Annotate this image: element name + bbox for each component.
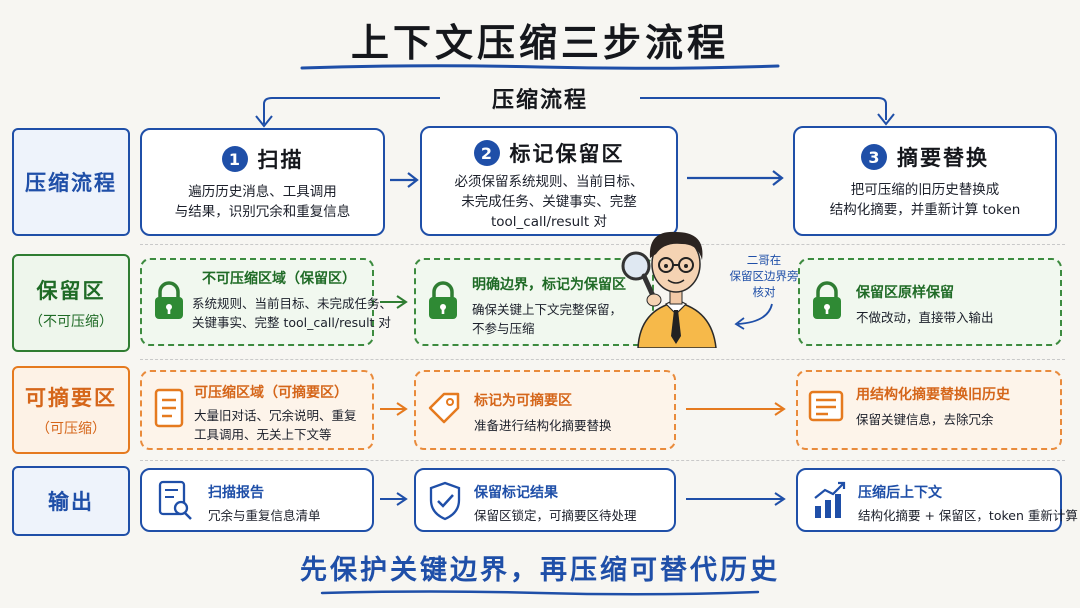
out-card-1: 扫描报告 冗余与重复信息清单 [140, 468, 374, 532]
lock-icon [813, 281, 841, 319]
report-search-icon [158, 480, 192, 520]
out-card-2: 保留标记结果 保留区锁定，可摘要区待处理 [414, 468, 676, 532]
card-title: 保留标记结果 [474, 485, 558, 501]
step-title: 标记保留区 [509, 142, 625, 166]
card-title: 压缩后上下文 [858, 485, 942, 501]
card-title: 不可压缩区域（保留区） [202, 271, 356, 287]
footer-slogan: 先保护关键边界，再压缩可替代历史 [300, 555, 780, 586]
row-label-flow: 压缩流程 [12, 128, 130, 236]
footer-underline [320, 590, 760, 596]
card-desc: 冗余与重复信息清单 [208, 508, 321, 523]
arrow-right-icon [390, 172, 419, 188]
row-label-keep-sub: （不可压缩） [29, 314, 113, 330]
step-desc: 遍历历史消息、工具调用与结果，识别冗余和重复信息 [174, 184, 351, 220]
step-title: 摘要替换 [897, 146, 989, 170]
document-icon [154, 388, 184, 428]
summ-card-2: 标记为可摘要区 准备进行结构化摘要替换 [414, 370, 676, 450]
character-with-magnifier [621, 231, 717, 348]
card-title: 保留区原样保留 [856, 285, 954, 301]
arrow-right-icon [380, 402, 408, 416]
lock-icon [155, 281, 183, 319]
arrow-right-icon [686, 492, 786, 506]
card-desc: 不做改动，直接带入输出 [856, 310, 994, 325]
title-underline [300, 64, 780, 70]
arrow-right-icon [380, 295, 408, 309]
arrow-right-icon [686, 402, 786, 416]
summary-doc-icon [808, 390, 844, 422]
row-label-out: 输出 [12, 466, 130, 536]
step-number: 2 [473, 140, 500, 166]
shield-check-icon [429, 481, 461, 521]
row-label-keep: 保留区 （不可压缩） [12, 254, 130, 352]
page-title: 上下文压缩三步流程 [350, 21, 729, 65]
card-title: 可压缩区域（可摘要区） [194, 385, 348, 401]
card-desc: 保留关键信息，去除冗余 [856, 412, 994, 427]
card-title: 扫描报告 [208, 485, 264, 501]
card-desc: 确保关键上下文完整保留，不参与压缩 [472, 302, 623, 336]
lock-icon [429, 281, 457, 319]
card-desc: 系统规则、当前目标、未完成任务、关键事实、完整 tool_call/result… [192, 296, 393, 330]
card-desc: 准备进行结构化摘要替换 [474, 418, 612, 433]
step-card-scan: 1 扫描 遍历历史消息、工具调用与结果，识别冗余和重复信息 [140, 128, 385, 236]
row-label-keep-text: 保留区 [36, 279, 106, 303]
card-title: 明确边界，标记为保留区 [472, 277, 626, 293]
keep-card-3: 保留区原样保留 不做改动，直接带入输出 [798, 258, 1062, 346]
arrow-right-icon [687, 170, 784, 186]
step-number: 3 [861, 144, 887, 170]
row-label-summ-sub: （可压缩） [36, 421, 106, 437]
card-desc: 结构化摘要 + 保留区，token 重新计算 [858, 508, 1078, 523]
row-label-summ-text: 可摘要区 [25, 386, 117, 410]
card-title: 用结构化摘要替换旧历史 [856, 387, 1010, 403]
card-desc: 大量旧对话、冗余说明、重复工具调用、无关上下文等 [194, 408, 357, 442]
card-desc: 保留区锁定，可摘要区待处理 [474, 508, 637, 523]
summ-card-1: 可压缩区域（可摘要区） 大量旧对话、冗余说明、重复工具调用、无关上下文等 [140, 370, 374, 450]
arrow-right-icon [380, 492, 408, 506]
keep-card-2: 明确边界，标记为保留区 确保关键上下文完整保留，不参与压缩 [414, 258, 654, 346]
bar-chart-icon [814, 481, 846, 518]
step-card-summary: 3 摘要替换 把可压缩的旧历史替换成结构化摘要，并重新计算 token [793, 126, 1057, 236]
row-separator [140, 359, 1065, 360]
step-title: 扫描 [257, 148, 304, 172]
card-title: 标记为可摘要区 [474, 393, 572, 409]
keep-card-1: 不可压缩区域（保留区） 系统规则、当前目标、未完成任务、关键事实、完整 tool… [140, 258, 392, 346]
out-card-3: 压缩后上下文 结构化摘要 + 保留区，token 重新计算 [796, 468, 1078, 532]
row-label-summ: 可摘要区 （可压缩） [12, 366, 130, 454]
summ-card-3: 用结构化摘要替换旧历史 保留关键信息，去除冗余 [796, 370, 1062, 450]
note-arrow [734, 303, 773, 330]
step-desc: 把可压缩的旧历史替换成结构化摘要，并重新计算 token [829, 182, 1021, 218]
tag-icon [428, 392, 460, 424]
step-number: 1 [221, 146, 248, 172]
row-label-out-text: 输出 [48, 490, 94, 514]
flow-label: 压缩流程 [440, 82, 640, 114]
row-separator [140, 244, 1065, 245]
character-note: 二哥在保留区边界旁核对 [729, 253, 799, 299]
row-separator [140, 460, 1065, 461]
row-label-flow-text: 压缩流程 [25, 171, 117, 195]
